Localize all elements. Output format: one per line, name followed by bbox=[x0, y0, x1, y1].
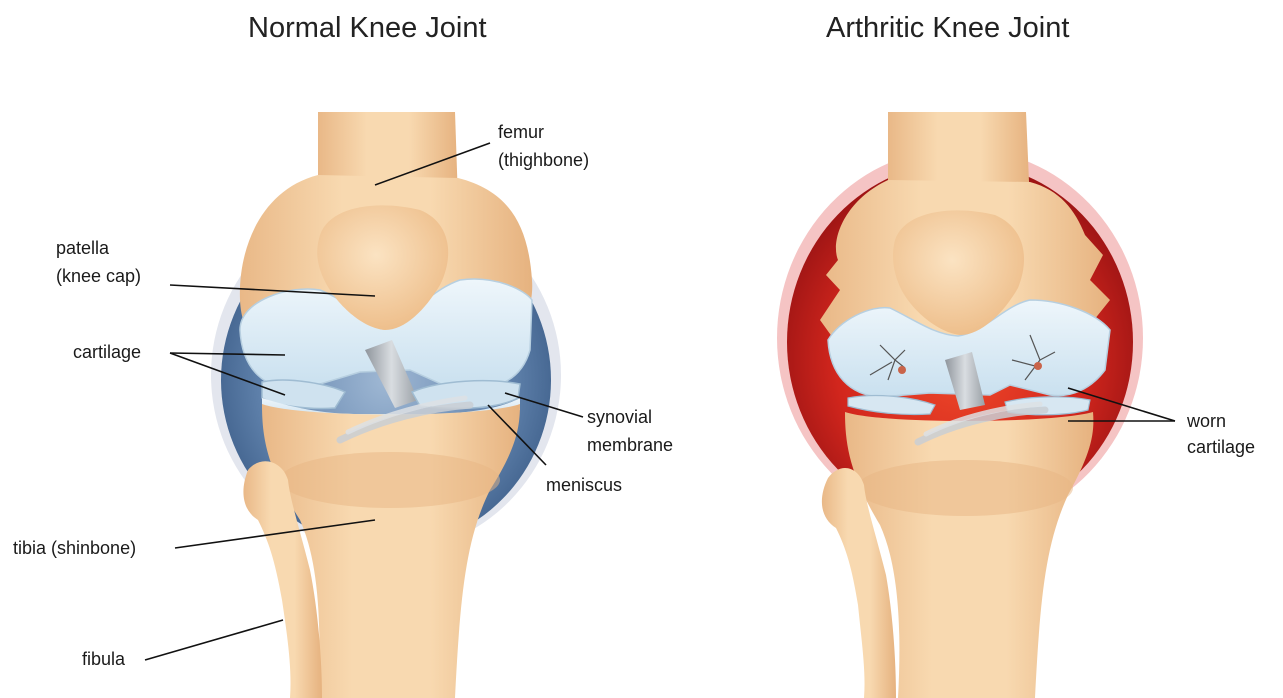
normal-knee-joint-illustration bbox=[211, 112, 561, 698]
label-worn-sub: cartilage bbox=[1187, 436, 1255, 459]
label-cartilage: cartilage bbox=[73, 341, 141, 364]
label-meniscus: meniscus bbox=[546, 474, 622, 497]
arthritic-knee-joint-illustration bbox=[777, 112, 1143, 698]
label-tibia: tibia (shinbone) bbox=[13, 537, 136, 560]
label-fibula: fibula bbox=[82, 648, 125, 671]
leader-fibula bbox=[145, 620, 283, 660]
label-worn: worn bbox=[1187, 410, 1226, 433]
label-synovial-sub: membrane bbox=[587, 434, 673, 457]
label-synovial: synovial bbox=[587, 406, 652, 429]
label-patella: patella bbox=[56, 237, 109, 260]
label-patella-sub: (knee cap) bbox=[56, 265, 141, 288]
label-femur-sub: (thighbone) bbox=[498, 149, 589, 172]
label-femur: femur bbox=[498, 121, 544, 144]
